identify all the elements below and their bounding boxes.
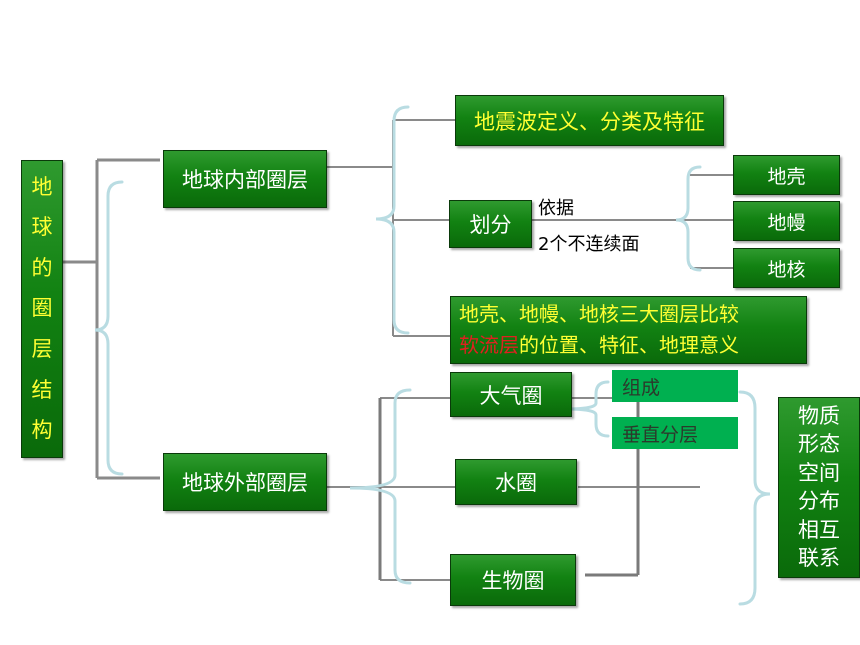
mantle-box: 地幔 — [733, 201, 840, 241]
root-title-box: 地 球 的 圈 层 结 构 — [21, 160, 63, 458]
comparison-line2: 软流层的位置、特征、地理意义 — [459, 330, 739, 361]
atmosphere-box: 大气圈 — [450, 372, 572, 417]
basis-text-line1: 依据 — [538, 198, 574, 219]
divide-box: 划分 — [449, 200, 532, 248]
outer-layers-box: 地球外部圈层 — [163, 453, 327, 511]
crust-box: 地壳 — [733, 155, 840, 195]
root-char: 构 — [31, 418, 53, 443]
aspect-item: 分布 — [798, 489, 840, 514]
aspect-item: 物质 — [798, 403, 840, 428]
root-char: 球 — [31, 215, 53, 240]
core-box: 地核 — [733, 248, 840, 288]
composition-box: 组成 — [612, 370, 738, 402]
aspect-item: 形态 — [798, 432, 840, 457]
biosphere-box: 生物圈 — [450, 554, 576, 606]
basis-text-line2: 2个不连续面 — [538, 234, 640, 255]
layer-comparison-box: 地壳、地幔、地核三大圈层比较 软流层的位置、特征、地理意义 — [450, 296, 807, 364]
aspect-item: 空间 — [798, 460, 840, 485]
aspect-item: 相互 — [798, 517, 840, 542]
asthenosphere-text: 软流层 — [459, 333, 519, 357]
comparison-line1: 地壳、地幔、地核三大圈层比较 — [459, 302, 739, 326]
hydrosphere-box: 水圈 — [455, 459, 577, 505]
inner-layers-box: 地球内部圈层 — [163, 150, 327, 208]
root-char: 结 — [31, 377, 53, 402]
seismic-wave-box: 地震波定义、分类及特征 — [455, 95, 724, 146]
aspects-box: 物质 形态 空间 分布 相互 联系 — [778, 397, 860, 578]
root-char: 地 — [31, 174, 53, 199]
root-char: 层 — [31, 337, 53, 362]
root-char: 的 — [31, 255, 53, 280]
aspect-item: 联系 — [798, 546, 840, 571]
root-char: 圈 — [31, 296, 53, 321]
comparison-line2-rest: 的位置、特征、地理意义 — [519, 333, 739, 357]
vertical-layering-box: 垂直分层 — [612, 417, 738, 449]
